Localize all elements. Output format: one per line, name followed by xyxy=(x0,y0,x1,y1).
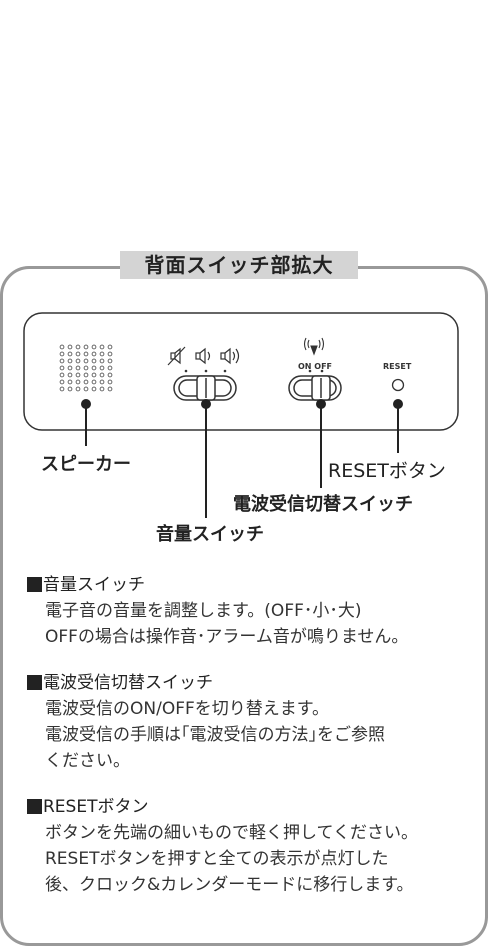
grille-hole xyxy=(83,358,89,364)
radio-switch xyxy=(288,375,342,401)
grille-hole xyxy=(91,365,97,371)
grille-hole xyxy=(59,358,65,364)
grille-hole xyxy=(67,365,73,371)
antenna-icon xyxy=(303,337,325,356)
grille-hole xyxy=(67,344,73,350)
grille-hole xyxy=(75,351,81,357)
grille-hole xyxy=(83,386,89,392)
volume-icons xyxy=(167,346,240,366)
volume-low-icon xyxy=(195,347,211,365)
section-radio: 電波受信切替スイッチ 電波受信のON/OFFを切り替えます。 電波受信の手順は｢… xyxy=(27,670,487,774)
frame-border xyxy=(0,266,488,946)
radio-switch-callout: 電波受信切替スイッチ xyxy=(233,494,413,515)
grille-hole xyxy=(99,372,105,378)
grille-hole xyxy=(75,386,81,392)
grille-hole xyxy=(75,344,81,350)
grille-hole xyxy=(107,379,113,385)
grille-hole xyxy=(91,351,97,357)
grille-hole xyxy=(91,344,97,350)
onoff-label: ON OFF xyxy=(298,362,333,371)
grille-hole xyxy=(83,344,89,350)
grille-hole xyxy=(75,379,81,385)
grille-hole xyxy=(91,358,97,364)
square-bullet-icon xyxy=(27,577,42,592)
grille-hole xyxy=(59,344,65,350)
grille-hole xyxy=(99,365,105,371)
section-heading: RESETボタン xyxy=(27,794,487,820)
grille-hole xyxy=(83,372,89,378)
reset-label: RESET xyxy=(383,362,412,371)
volume-switch xyxy=(173,375,237,401)
grille-hole xyxy=(107,365,113,371)
grille-hole xyxy=(59,386,65,392)
grille-hole xyxy=(75,358,81,364)
device-diagram xyxy=(23,312,459,518)
section-body: ボタンを先端の細いもので軽く押してください。 RESETボタンを押すと全ての表示… xyxy=(45,823,418,895)
section-title-text: 背面スイッチ部拡大 xyxy=(120,251,358,279)
volume-high-icon xyxy=(220,347,240,365)
grille-hole xyxy=(99,386,105,392)
grille-hole xyxy=(67,379,73,385)
grille-hole xyxy=(83,351,89,357)
section-title: 背面スイッチ部拡大 xyxy=(120,248,358,282)
volume-dot-high xyxy=(223,369,227,373)
grille-hole xyxy=(99,344,105,350)
volume-dot-off xyxy=(184,369,188,373)
speaker-callout: スピーカー xyxy=(41,454,131,475)
volume-switch-callout: 音量スイッチ xyxy=(156,524,264,545)
grille-hole xyxy=(107,358,113,364)
grille-hole xyxy=(107,386,113,392)
radio-dot-off xyxy=(320,369,324,373)
grille-hole xyxy=(67,386,73,392)
grille-hole xyxy=(67,372,73,378)
grille-hole xyxy=(107,344,113,350)
section-volume: 音量スイッチ 電子音の音量を調整します。(OFF･小･大) OFFの場合は操作音… xyxy=(27,572,487,650)
reset-callout: RESETボタン xyxy=(328,460,446,482)
grille-hole xyxy=(59,365,65,371)
grille-hole xyxy=(91,379,97,385)
grille-hole xyxy=(99,351,105,357)
square-bullet-icon xyxy=(27,799,42,814)
mute-icon xyxy=(167,346,186,366)
grille-hole xyxy=(99,358,105,364)
grille-hole xyxy=(59,372,65,378)
section-heading: 音量スイッチ xyxy=(27,572,487,598)
reset-button xyxy=(391,378,405,392)
volume-dot-low xyxy=(204,369,208,373)
square-bullet-icon xyxy=(27,675,42,690)
radio-dot-on xyxy=(308,369,312,373)
grille-hole xyxy=(59,351,65,357)
grille-hole xyxy=(107,372,113,378)
speaker-grille xyxy=(59,344,113,392)
grille-hole xyxy=(91,386,97,392)
section-body: 電子音の音量を調整します。(OFF･小･大) OFFの場合は操作音･アラーム音が… xyxy=(45,601,409,647)
grille-hole xyxy=(67,351,73,357)
grille-hole xyxy=(67,358,73,364)
section-reset: RESETボタン ボタンを先端の細いもので軽く押してください。 RESETボタン… xyxy=(27,794,487,898)
grille-hole xyxy=(99,379,105,385)
grille-hole xyxy=(83,379,89,385)
grille-hole xyxy=(107,351,113,357)
grille-hole xyxy=(59,379,65,385)
grille-hole xyxy=(75,365,81,371)
grille-hole xyxy=(75,372,81,378)
grille-hole xyxy=(91,372,97,378)
section-heading: 電波受信切替スイッチ xyxy=(27,670,487,696)
section-body: 電波受信のON/OFFを切り替えます。 電波受信の手順は｢電波受信の方法｣をご参… xyxy=(45,699,385,771)
grille-hole xyxy=(83,365,89,371)
device-back-panel xyxy=(23,312,459,431)
